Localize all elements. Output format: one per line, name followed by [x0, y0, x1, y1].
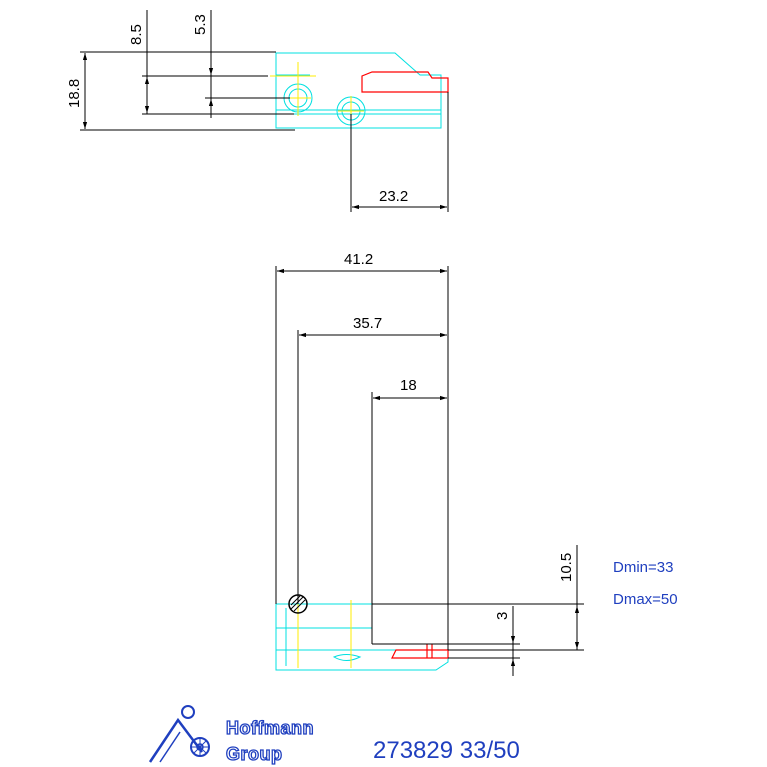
top-view-centerlines — [270, 62, 364, 126]
dim-10-5: 10.5 — [558, 553, 575, 582]
dim-18-8: 18.8 — [66, 79, 83, 108]
part-number: 273829 33/50 — [373, 737, 520, 764]
logo-line-2: Group — [226, 744, 283, 764]
specs-block: Dmin=33 Dmax=50 — [613, 559, 678, 608]
title-block: Hoffmann Group 273829 33/50 — [148, 705, 520, 765]
dim-18: 18 — [400, 377, 417, 394]
top-view-dimension-lines — [80, 10, 449, 212]
dim-5-3: 5.3 — [192, 14, 209, 35]
spec-dmin: Dmin=33 — [613, 559, 673, 576]
dim-41-2: 41.2 — [344, 251, 373, 268]
dim-23-2: 23.2 — [379, 188, 408, 205]
top-view-outline — [275, 52, 442, 129]
hoffmann-logo-icon — [148, 705, 210, 763]
front-view-centerlines — [297, 596, 352, 668]
logo-line-1: Hoffmann — [226, 718, 314, 738]
spec-dmax: Dmax=50 — [613, 591, 678, 608]
top-view-insert — [361, 71, 449, 93]
front-view-insert — [391, 644, 449, 659]
front-view-dimension-lines — [275, 266, 584, 676]
dim-8-5: 8.5 — [128, 24, 145, 45]
dim-35-7: 35.7 — [353, 315, 382, 332]
dim-3: 3 — [494, 612, 511, 620]
front-view: 41.2 35.7 18 10.5 3 — [275, 251, 584, 676]
front-view-outline — [275, 603, 449, 671]
top-view: 8.5 5.3 18.8 23.2 — [66, 10, 449, 212]
